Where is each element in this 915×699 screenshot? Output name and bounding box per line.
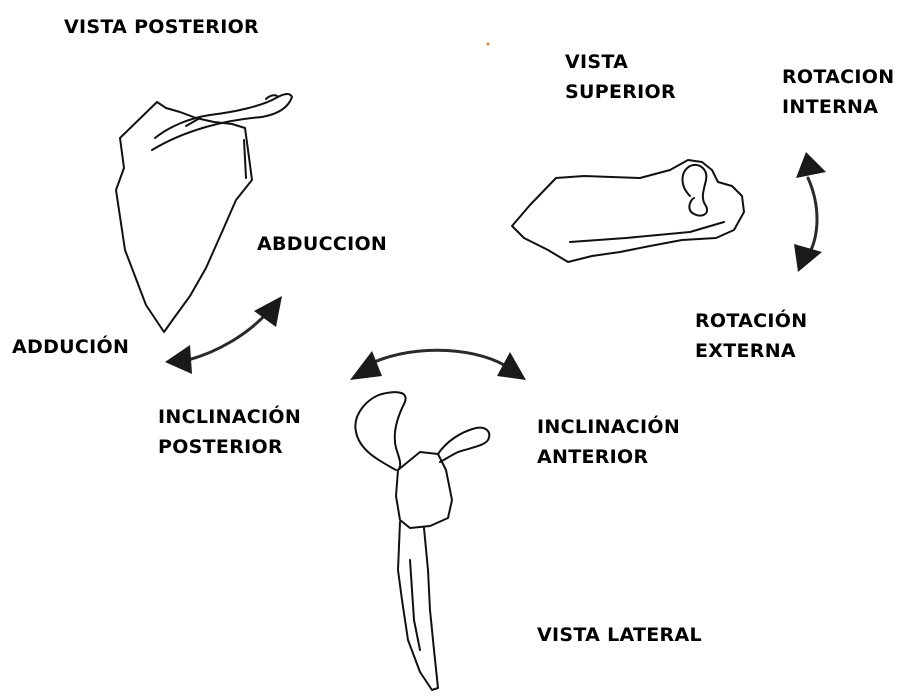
scapula-posterior-view [116, 94, 292, 332]
label-inclinacion-anterior: INCLINACIÓN ANTERIOR [537, 412, 680, 472]
ink-speck [487, 43, 490, 46]
label-inclinacion-anterior-line2: ANTERIOR [537, 442, 680, 472]
scapula-lateral-glenoid [396, 452, 452, 528]
scapula-medial-line [244, 140, 246, 178]
label-rotacion-externa-line1: ROTACIÓN [695, 306, 807, 336]
label-rotacion-interna-line1: ROTACION [782, 62, 894, 92]
label-vista-lateral: VISTA LATERAL [537, 620, 702, 650]
label-vista-superior-line2: SUPERIOR [565, 77, 676, 107]
scapula-lateral-view [355, 392, 489, 690]
arrowhead-rotacion-externa [794, 244, 822, 272]
label-inclinacion-posterior-line2: POSTERIOR [158, 432, 301, 462]
label-inclinacion-posterior-line1: INCLINACIÓN [158, 402, 301, 432]
scapula-posterior-outline [116, 102, 252, 332]
arrowhead-rotacion-interna [796, 152, 826, 178]
label-rotacion-interna: ROTACION INTERNA [782, 62, 894, 122]
label-vista-superior-line1: VISTA [565, 47, 676, 77]
scapula-lateral-blade [398, 522, 438, 690]
label-abduccion: ABDUCCION [257, 229, 387, 259]
label-rotacion-externa: ROTACIÓN EXTERNA [695, 306, 807, 366]
arrowhead-inclinacion-posterior [350, 351, 382, 380]
rotacion-arrow-curve [808, 178, 817, 256]
arrowhead-inclinacion-anterior [497, 352, 526, 380]
abduccion-adducion-arrow-curve [188, 312, 268, 360]
scapula-superior-view [512, 160, 744, 262]
scapula-lateral-acromion [355, 392, 405, 470]
scapula-lateral-coracoid [438, 428, 489, 462]
arrowhead-adducion [165, 345, 192, 374]
label-inclinacion-posterior: INCLINACIÓN POSTERIOR [158, 402, 301, 462]
coracoid-process [683, 165, 708, 216]
label-rotacion-externa-line2: EXTERNA [695, 336, 807, 366]
label-inclinacion-anterior-line1: INCLINACIÓN [537, 412, 680, 442]
label-rotacion-interna-line2: INTERNA [782, 92, 894, 122]
label-adducion: ADDUCIÓN [12, 332, 129, 362]
scapula-lateral-inner-line [410, 560, 420, 650]
scapula-spine [152, 94, 292, 150]
label-vista-superior: VISTA SUPERIOR [565, 47, 676, 107]
label-vista-posterior: VISTA POSTERIOR [64, 12, 259, 42]
inclinacion-arrow-curve [366, 350, 506, 366]
scapula-superior-outline [512, 160, 744, 262]
